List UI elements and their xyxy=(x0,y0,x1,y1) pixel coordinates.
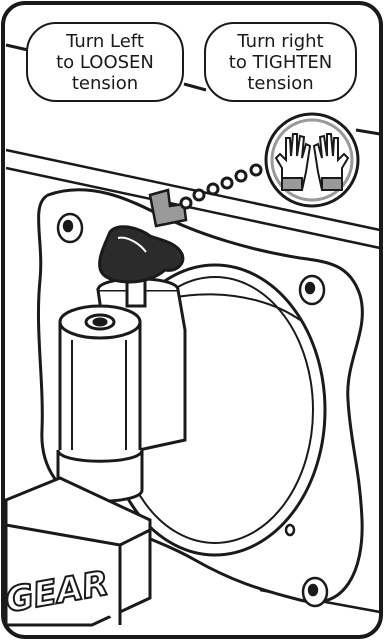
tighten-line-1: Turn right xyxy=(237,31,323,52)
pivot-cylinder xyxy=(60,306,140,470)
tighten-instruction-callout: Turn right to TIGHTEN tension xyxy=(204,22,357,102)
gloves-icon xyxy=(266,114,358,206)
loosen-line-1: Turn Left xyxy=(66,31,144,52)
loosen-instruction-callout: Turn Left to LOOSEN tension xyxy=(26,22,184,102)
loosen-line-2: to LOOSEN xyxy=(56,52,154,73)
tighten-line-2: to TIGHTEN xyxy=(229,52,332,73)
tighten-line-3: tension xyxy=(247,73,313,94)
loosen-line-3: tension xyxy=(72,73,138,94)
